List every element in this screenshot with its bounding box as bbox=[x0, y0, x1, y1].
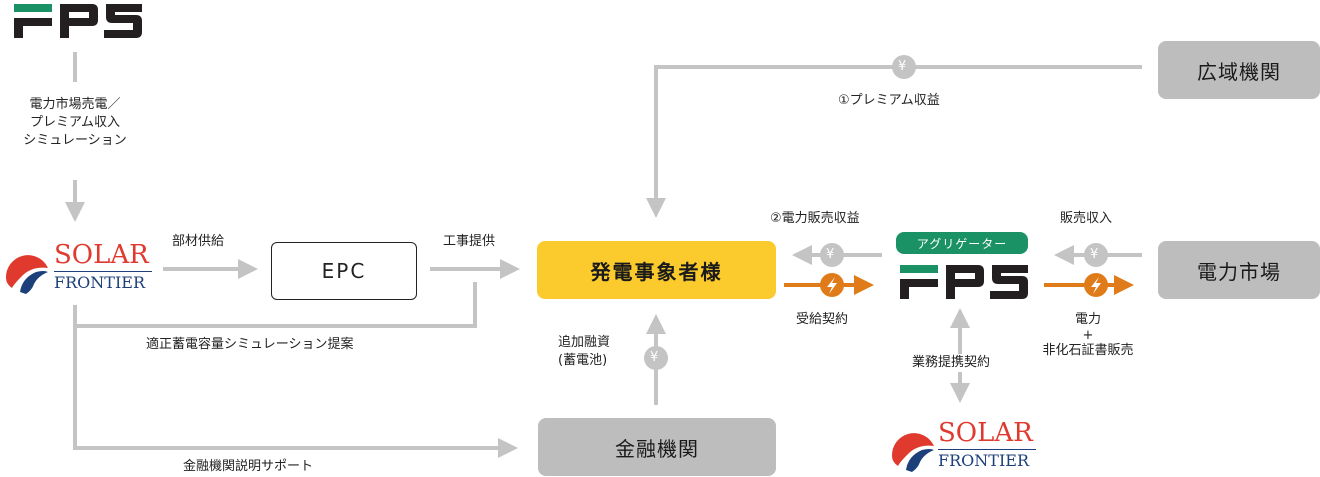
occto-node[interactable]: 広域機関 bbox=[1158, 41, 1320, 99]
yen-glyph: ¥ bbox=[898, 59, 907, 74]
power-sale-label: 電力 + 非化石証書販売 bbox=[1028, 311, 1148, 360]
arrow-solar-to-financial bbox=[73, 326, 518, 458]
power-sale-line-1: 電力 bbox=[1074, 312, 1101, 327]
additional-finance-line-2: (蓄電池) bbox=[558, 353, 608, 368]
bolt-icons bbox=[820, 273, 1108, 297]
yen-glyph: ¥ bbox=[1090, 247, 1099, 262]
solar-frontier-logo-left: SOLAR FRONTIER bbox=[2, 240, 157, 298]
fps-logo-icon bbox=[900, 265, 1028, 299]
epc-node[interactable]: EPC bbox=[271, 242, 417, 300]
solar-frontier-logo-bottom: SOLAR FRONTIER bbox=[888, 418, 1043, 476]
solar-divider bbox=[54, 271, 152, 272]
financial-node[interactable]: 金融機関 bbox=[538, 418, 776, 476]
aggregator-badge: アグリゲーター bbox=[896, 232, 1028, 254]
solar-frontier-emblem-icon bbox=[5, 255, 49, 294]
additional-finance-line-1: 追加融資 bbox=[558, 335, 611, 350]
market-node[interactable]: 電力市場 bbox=[1158, 241, 1320, 299]
arrow-occto-to-generator bbox=[646, 65, 1142, 218]
yen-icon-occto bbox=[892, 55, 916, 79]
frontier-text: FRONTIER bbox=[54, 273, 145, 292]
yen-icons bbox=[644, 55, 1108, 370]
power-sale-line-2: + bbox=[1082, 328, 1094, 343]
yen-icon-finance bbox=[644, 346, 668, 370]
yen-icon-fps-gen bbox=[820, 243, 844, 267]
solar-frontier-emblem-icon bbox=[891, 433, 934, 472]
material-supply-label: 部材供給 bbox=[172, 234, 225, 249]
business-alliance-label: 業務提携契約 bbox=[912, 354, 991, 372]
additional-finance-label: 追加融資 (蓄電池) bbox=[558, 334, 610, 370]
fps-logo-center bbox=[900, 265, 1028, 299]
line-storage-sim bbox=[73, 282, 477, 328]
sales-income-label: 販売収入 bbox=[1060, 211, 1113, 226]
solar-text: SOLAR bbox=[938, 418, 1033, 448]
supply-contract-label: 受給契約 bbox=[796, 312, 849, 327]
storage-simulation-label: 適正蓄電容量シミュレーション提案 bbox=[146, 337, 354, 352]
yen-glyph: ¥ bbox=[650, 350, 659, 365]
yen-glyph: ¥ bbox=[826, 247, 835, 262]
construction-label: 工事提供 bbox=[443, 234, 496, 249]
generator-node[interactable]: 発電事象者様 bbox=[537, 241, 776, 299]
simulation-line-3: シミュレーション bbox=[23, 133, 127, 148]
premium-revenue-label: ①プレミアム収益 bbox=[838, 93, 940, 108]
simulation-line-2: プレミアム収入 bbox=[29, 115, 121, 130]
solar-divider bbox=[938, 449, 1036, 450]
yen-icon-market-fps bbox=[1084, 243, 1108, 267]
finance-support-label: 金融機関説明サポート bbox=[183, 459, 314, 474]
power-sales-revenue-label: ②電力販売収益 bbox=[770, 211, 860, 226]
power-sale-line-3: 非化石証書販売 bbox=[1042, 343, 1134, 358]
fps-logo-icon bbox=[14, 4, 142, 38]
simulation-label: 電力市場売電／ プレミアム収入 シミュレーション bbox=[0, 96, 150, 150]
solar-text: SOLAR bbox=[54, 240, 149, 270]
simulation-line-1: 電力市場売電／ bbox=[29, 97, 121, 112]
frontier-text: FRONTIER bbox=[938, 451, 1029, 470]
fps-logo-top bbox=[14, 4, 142, 38]
